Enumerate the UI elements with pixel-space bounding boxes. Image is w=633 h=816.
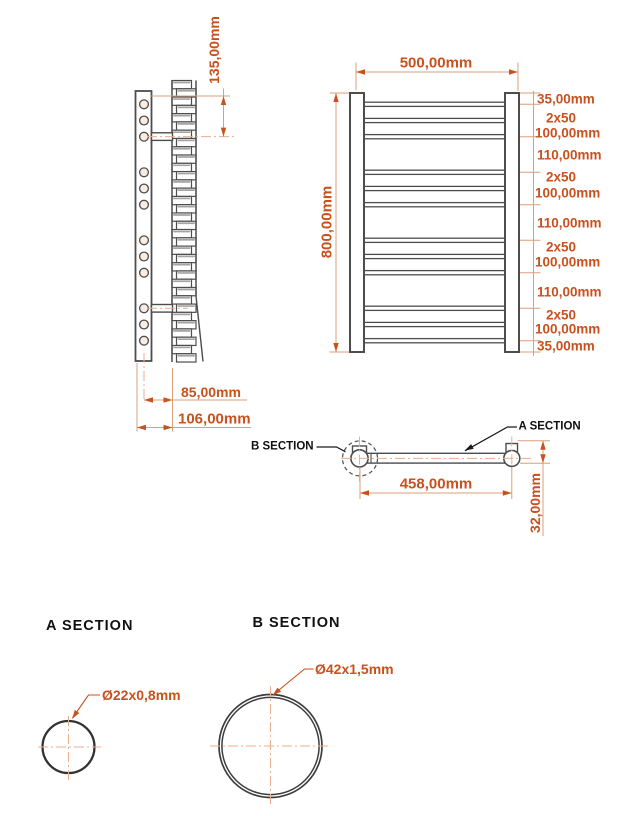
dim-front-height: 800,00mm: [318, 185, 336, 259]
chain-label: 100,00mm: [535, 125, 601, 141]
chain-label: 100,00mm: [535, 320, 601, 336]
callout-b-section: B SECTION: [251, 440, 314, 453]
chain-label: 35,00mm: [537, 90, 595, 106]
section-b-detail: [210, 668, 332, 807]
dim-side-depth-total: 106,00mm: [178, 410, 251, 427]
chain-label: 100,00mm: [535, 254, 601, 270]
front-view: [329, 62, 541, 356]
side-view: [134, 79, 251, 432]
dim-top-wall-offset: 32,00mm: [527, 473, 543, 533]
chain-label: 110,00mm: [537, 146, 602, 162]
dim-section-b-diameter: Ø42x1,5mm: [315, 661, 394, 677]
chain-label: 2x50: [546, 307, 577, 323]
top-view-section: [316, 426, 550, 536]
section-a-heading: A SECTION: [46, 617, 134, 634]
front-rail-left: [349, 92, 365, 353]
dimension-arrows: [72, 69, 546, 719]
dim-front-width: 500,00mm: [399, 54, 473, 72]
callout-a-section: A SECTION: [518, 420, 581, 433]
chain-label: 2x50: [546, 169, 577, 185]
chain-label: 2x50: [546, 238, 577, 254]
chain-label: 2x50: [546, 109, 577, 125]
dim-side-depth-center: 85,00mm: [181, 383, 241, 400]
chain-label: 110,00mm: [537, 284, 602, 300]
chain-label: 35,00mm: [537, 337, 595, 353]
dim-side-top-offset: 135,00mm: [206, 16, 222, 84]
section-b-heading: B SECTION: [252, 614, 341, 631]
dim-section-a-diameter: Ø22x0,8mm: [102, 687, 181, 703]
chain-label: 100,00mm: [535, 184, 601, 200]
dim-top-center-distance: 458,00mm: [399, 475, 473, 493]
section-a-detail: [38, 694, 101, 783]
chain-label: 110,00mm: [537, 214, 602, 230]
front-rail-right: [504, 92, 520, 353]
